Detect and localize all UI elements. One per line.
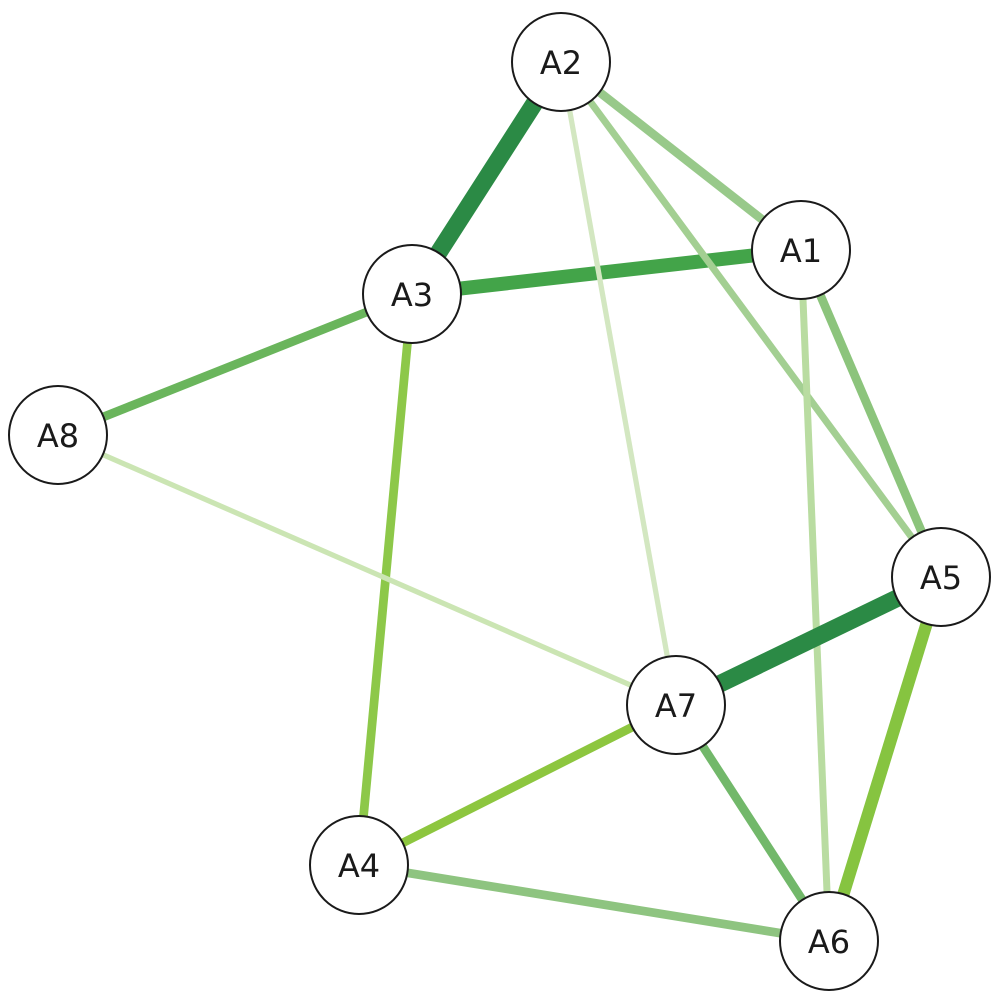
node-circle: [751, 200, 851, 300]
node-a1: A1: [751, 200, 851, 300]
node-circle: [8, 385, 108, 485]
edge-a3-a1: [411, 243, 802, 301]
node-label: A1: [780, 232, 822, 270]
node-a4: A4: [309, 815, 409, 915]
edge-a2-a1: [558, 58, 804, 254]
node-a6: A6: [779, 891, 879, 991]
node-label: A8: [37, 417, 79, 455]
edge-a7-a4: [357, 701, 678, 869]
node-a5: A5: [891, 527, 991, 627]
edge-a2-a7: [558, 61, 679, 706]
edge-a3-a8: [56, 289, 414, 440]
node-circle: [511, 12, 611, 112]
edge-a1-a5: [796, 248, 946, 579]
node-a3: A3: [362, 244, 462, 344]
node-circle: [626, 655, 726, 755]
node-circle: [891, 527, 991, 627]
node-a8: A8: [8, 385, 108, 485]
node-circle: [362, 244, 462, 344]
node-label: A7: [655, 687, 697, 725]
node-label: A2: [540, 44, 582, 82]
edge-a5-a6: [823, 575, 947, 943]
node-circle: [309, 815, 409, 915]
edge-a4-a6: [358, 860, 830, 946]
edges-layer: [56, 57, 947, 946]
edge-a1-a6: [797, 249, 833, 942]
node-a7: A7: [626, 655, 726, 755]
edge-a8-a7: [56, 432, 678, 708]
node-a2: A2: [511, 12, 611, 112]
node-label: A3: [391, 276, 433, 314]
node-label: A5: [920, 559, 962, 597]
node-circle: [779, 891, 879, 991]
edge-a2-a5: [558, 59, 944, 580]
node-label: A4: [338, 847, 380, 885]
node-label: A6: [808, 923, 850, 961]
